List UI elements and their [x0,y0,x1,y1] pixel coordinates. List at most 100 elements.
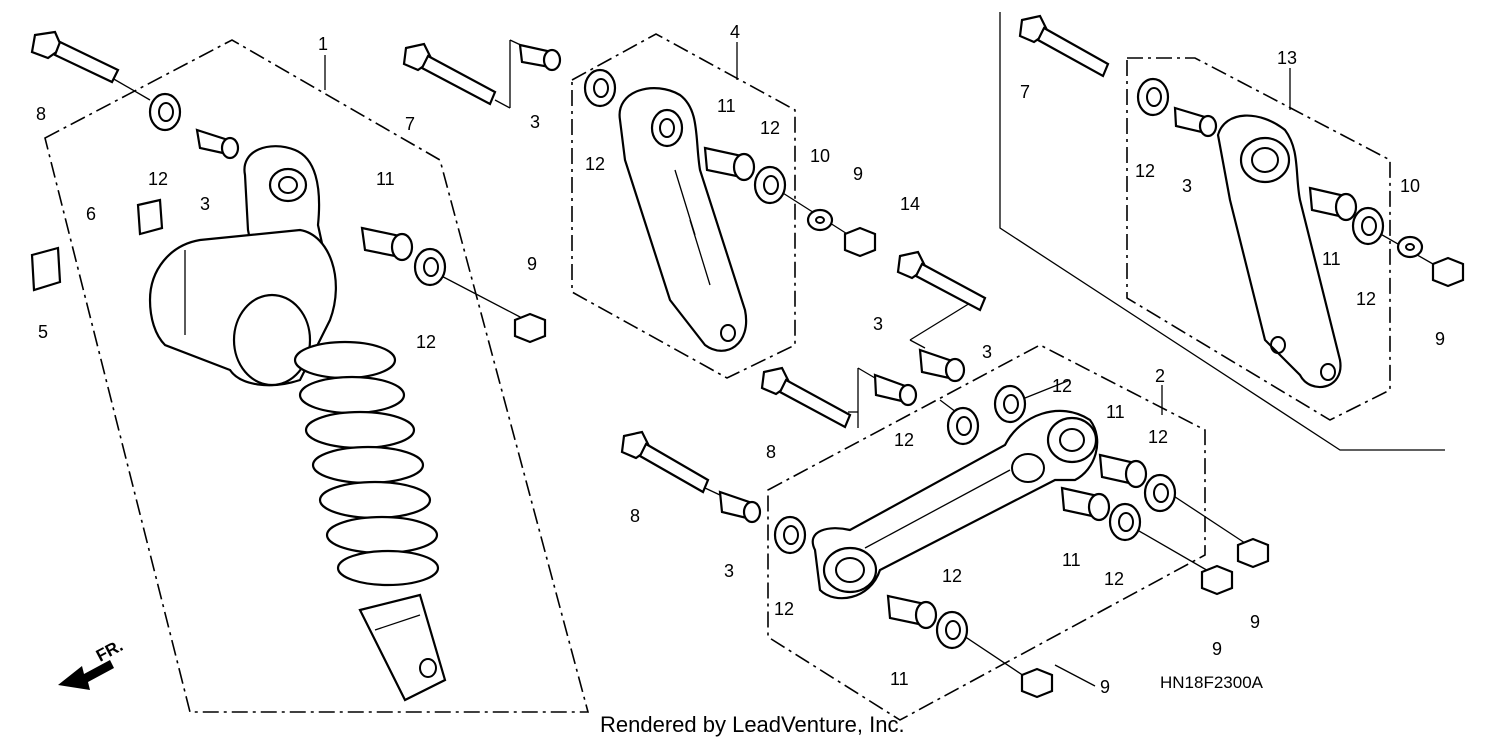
callout: 12 [1135,161,1155,181]
callout: 9 [1212,639,1222,659]
nut-9 [1431,256,1465,288]
rendered-by-footer: Rendered by LeadVenture, Inc. [600,712,905,737]
callout: 11 [1062,550,1081,570]
bolt-8-lower [620,430,710,494]
rear-shock-absorber [148,145,447,702]
callout: 3 [530,112,540,132]
bearing-11 [703,146,756,182]
bolt-8-middle [760,366,852,429]
cushion-arm-4 [618,87,748,352]
bearing-11 [360,226,414,262]
assembly-box-13 [1126,57,1391,421]
callout: 7 [1020,82,1030,102]
bolts [30,14,1110,494]
nut-9 [843,226,877,258]
callout: 4 [730,22,740,42]
nut-9 [1020,667,1054,699]
assembly-box-4 [571,33,796,379]
seal-12 [946,406,980,446]
assembly-frame-13 [999,12,1445,451]
callout: 12 [774,599,794,619]
callout: 3 [1182,176,1192,196]
callout: 12 [1104,569,1124,589]
seal-12 [413,247,447,287]
callout: 8 [36,104,46,124]
seal-12 [753,165,787,205]
bearing-11 [886,594,938,630]
callout: 12 [760,118,780,138]
seal-12 [1143,473,1177,513]
seal-12 [935,610,969,650]
seal-12 [993,384,1027,424]
callout: 10 [810,146,830,166]
seal-12 [148,92,182,132]
callout: 3 [873,314,883,334]
callout: 8 [630,506,640,526]
bolt-7-center [402,42,497,106]
callout: 3 [982,342,992,362]
collar-3 [918,348,966,383]
bolt-14 [896,250,987,312]
callout: 11 [376,169,395,189]
cushion-connecting-rod-2 [811,409,1099,600]
cushion-arm-13 [1216,114,1342,389]
nut-9 [1200,564,1234,596]
collar-3 [195,128,240,160]
callout: 12 [416,332,436,352]
collar-3 [718,490,762,524]
assembly-box-2 [767,344,1206,721]
callout: 9 [1100,677,1110,697]
callout: 9 [527,254,537,274]
front-direction-indicator: FR. [58,636,126,690]
washer-10 [806,208,834,232]
drawing-code: HN18F2300A [1160,673,1264,692]
seal-12 [773,515,807,555]
callout: 12 [585,154,605,174]
nut-9 [513,312,547,344]
callout: 1 [318,34,328,54]
callout: 12 [942,566,962,586]
seal-12 [583,68,617,108]
callout: 5 [38,322,48,342]
collar-3 [873,373,918,407]
callout: 11 [717,96,736,116]
seal-12 [1108,502,1142,542]
callout: 14 [900,194,920,214]
callout: 11 [1322,249,1341,269]
callout: 9 [853,164,863,184]
callout: 8 [766,442,776,462]
leader-lines [111,39,1441,687]
callout: 11 [1106,402,1125,422]
small-parts [30,43,1465,699]
callout-numbers: 1 4 13 2 14 8 8 8 7 7 3 3 3 3 3 3 6 5 12… [36,22,1445,697]
bearing-11 [1098,453,1148,489]
callout: 6 [86,204,96,224]
callout: 9 [1435,329,1445,349]
caution-label-5 [30,246,62,292]
bolt-7-right [1018,14,1110,78]
callout: 13 [1277,48,1297,68]
callout: 12 [148,169,168,189]
washer-10 [1396,235,1424,259]
callout: 10 [1400,176,1420,196]
assembly-box-1 [44,39,590,713]
bearing-11 [1308,186,1358,222]
callout: 11 [890,669,909,689]
callout: 7 [405,114,415,134]
callout: 12 [894,430,914,450]
collar-3 [518,43,562,72]
seal-12 [1351,206,1385,246]
caution-label-6 [136,198,164,236]
callout: 2 [1155,366,1165,386]
callout: 9 [1250,612,1260,632]
callout: 3 [200,194,210,214]
callout: 12 [1356,289,1376,309]
seal-12 [1136,77,1170,117]
callout: 12 [1148,427,1168,447]
callout: 12 [1052,376,1072,396]
bearing-11 [1060,486,1111,522]
bolt-8-top [30,30,120,84]
collar-3 [1173,106,1218,138]
nut-9 [1236,537,1270,569]
